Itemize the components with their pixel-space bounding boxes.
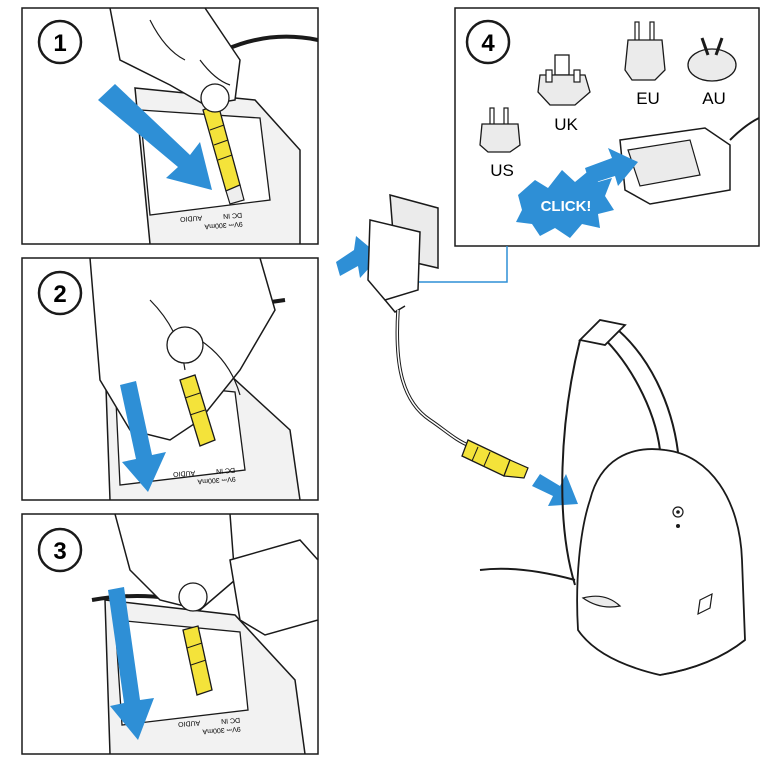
- panel-3: DC IN 9V⎓ 300mA AUDIO 3: [21, 513, 319, 755]
- charging-base-icon: [479, 319, 746, 676]
- yellow-plug: [182, 625, 213, 696]
- blue-arrow: [532, 474, 578, 506]
- blue-arrow: [98, 84, 212, 190]
- step-number: 3: [53, 538, 66, 565]
- panel-1: DC IN 9V⎓ 300mA AUDIO 1: [21, 7, 319, 245]
- jack-label: AUDIO: [177, 719, 200, 728]
- jack-label: DC IN: [223, 211, 243, 219]
- jack-label: DC IN: [216, 466, 236, 474]
- jack-label: AUDIO: [172, 469, 195, 478]
- click-label: CLICK!: [541, 198, 592, 215]
- jack-label: DC IN: [221, 716, 241, 724]
- jack-label: 9V⎓ 300mA: [204, 220, 243, 230]
- wall-power-supply-icon: [367, 193, 439, 313]
- adapter-label: AU: [702, 89, 726, 108]
- panel-2: DC IN 9V⎓ 300mA AUDIO 2: [21, 257, 319, 501]
- step-number-circle: [37, 527, 83, 573]
- callout-line: [418, 246, 508, 283]
- blue-arrow: [108, 587, 154, 740]
- jack-label: 9V⎓ 300mA: [202, 725, 241, 735]
- step-number-circle: [465, 19, 511, 65]
- brand-logo-icon: [697, 592, 713, 616]
- jack-label: 9V⎓ 300mA: [197, 475, 236, 485]
- step-number: 2: [53, 281, 66, 308]
- adapter-label: EU: [636, 89, 660, 108]
- adapter-label: UK: [554, 115, 578, 134]
- step-number-circle: [37, 19, 83, 65]
- uk-adapter-icon: [537, 54, 591, 106]
- adapter-label: US: [490, 161, 514, 180]
- jack-label: AUDIO: [179, 214, 202, 223]
- us-adapter-icon: [479, 107, 521, 153]
- click-burst: CLICK!: [516, 168, 614, 238]
- au-adapter-icon: [687, 37, 737, 82]
- step-number: 1: [53, 30, 66, 57]
- blue-arrow: [585, 148, 638, 186]
- panel-4: 4 UK EU AU US: [454, 7, 760, 247]
- yellow-dc-plug: [461, 439, 529, 479]
- eu-adapter-icon: [624, 21, 666, 81]
- blue-arrow: [120, 381, 166, 492]
- power-supply-icon: [619, 117, 760, 205]
- power-cable: [395, 309, 471, 448]
- step-number: 4: [481, 30, 495, 57]
- step-number-circle: [37, 270, 83, 316]
- yellow-plug: [179, 374, 216, 447]
